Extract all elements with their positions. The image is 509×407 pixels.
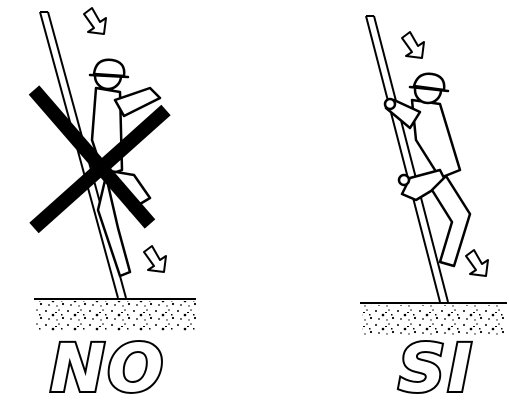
down-arrow-icon	[466, 250, 488, 276]
right-way-panel	[360, 16, 507, 335]
right-way-label: SI	[398, 336, 474, 402]
climber-right	[385, 74, 470, 266]
down-arrow-icon	[144, 246, 166, 272]
down-arrow-icon	[402, 32, 424, 58]
wrong-way-label: NO	[50, 336, 165, 402]
ground-left	[34, 299, 196, 331]
down-arrow-icon	[84, 8, 106, 34]
wrong-way-panel	[34, 8, 196, 331]
